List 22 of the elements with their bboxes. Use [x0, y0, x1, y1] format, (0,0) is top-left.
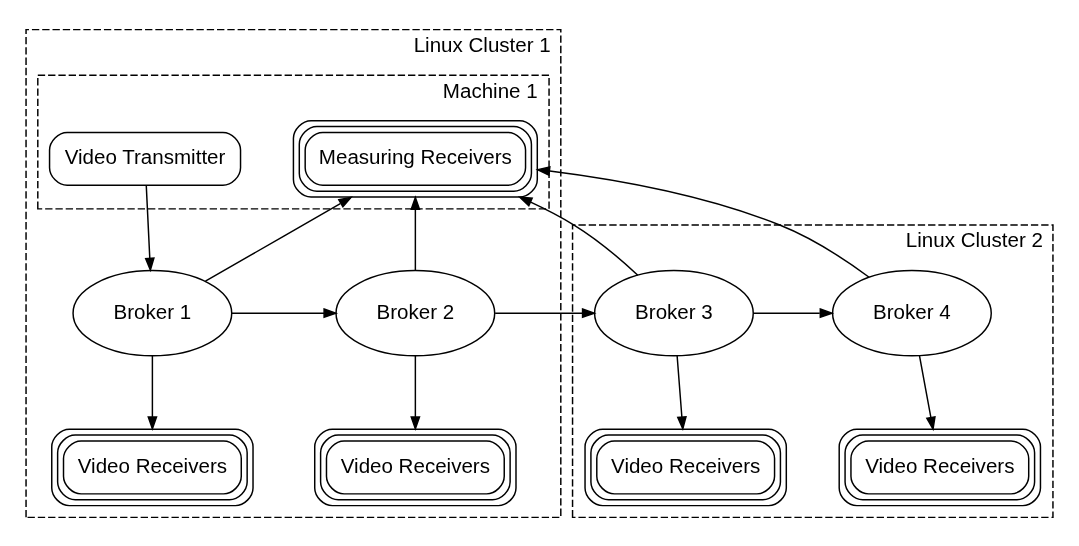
node-box: Measuring Receivers [292, 119, 539, 198]
arrow [410, 354, 421, 431]
arrow [535, 165, 870, 278]
arrow [494, 307, 597, 318]
node-ellipse: Broker 2 [335, 269, 496, 356]
arrow [144, 184, 155, 272]
arrow [676, 354, 687, 431]
node-box: Video Receivers [314, 428, 517, 506]
arrow [147, 354, 158, 431]
node-box: Video Receivers [838, 428, 1042, 506]
node-ellipse: Broker 4 [831, 269, 992, 356]
arrow [517, 195, 639, 276]
node-box: Video Transmitter [48, 131, 242, 186]
node-box: Video Receivers [51, 428, 254, 506]
node-ellipse: Broker 3 [593, 269, 754, 356]
node-ellipse: Broker 1 [72, 269, 233, 356]
arrow [204, 195, 353, 282]
node-box: Video Receivers [584, 428, 788, 506]
arrow [410, 194, 421, 271]
arrow [918, 354, 936, 431]
arrow [752, 307, 835, 318]
arrow [231, 307, 339, 318]
